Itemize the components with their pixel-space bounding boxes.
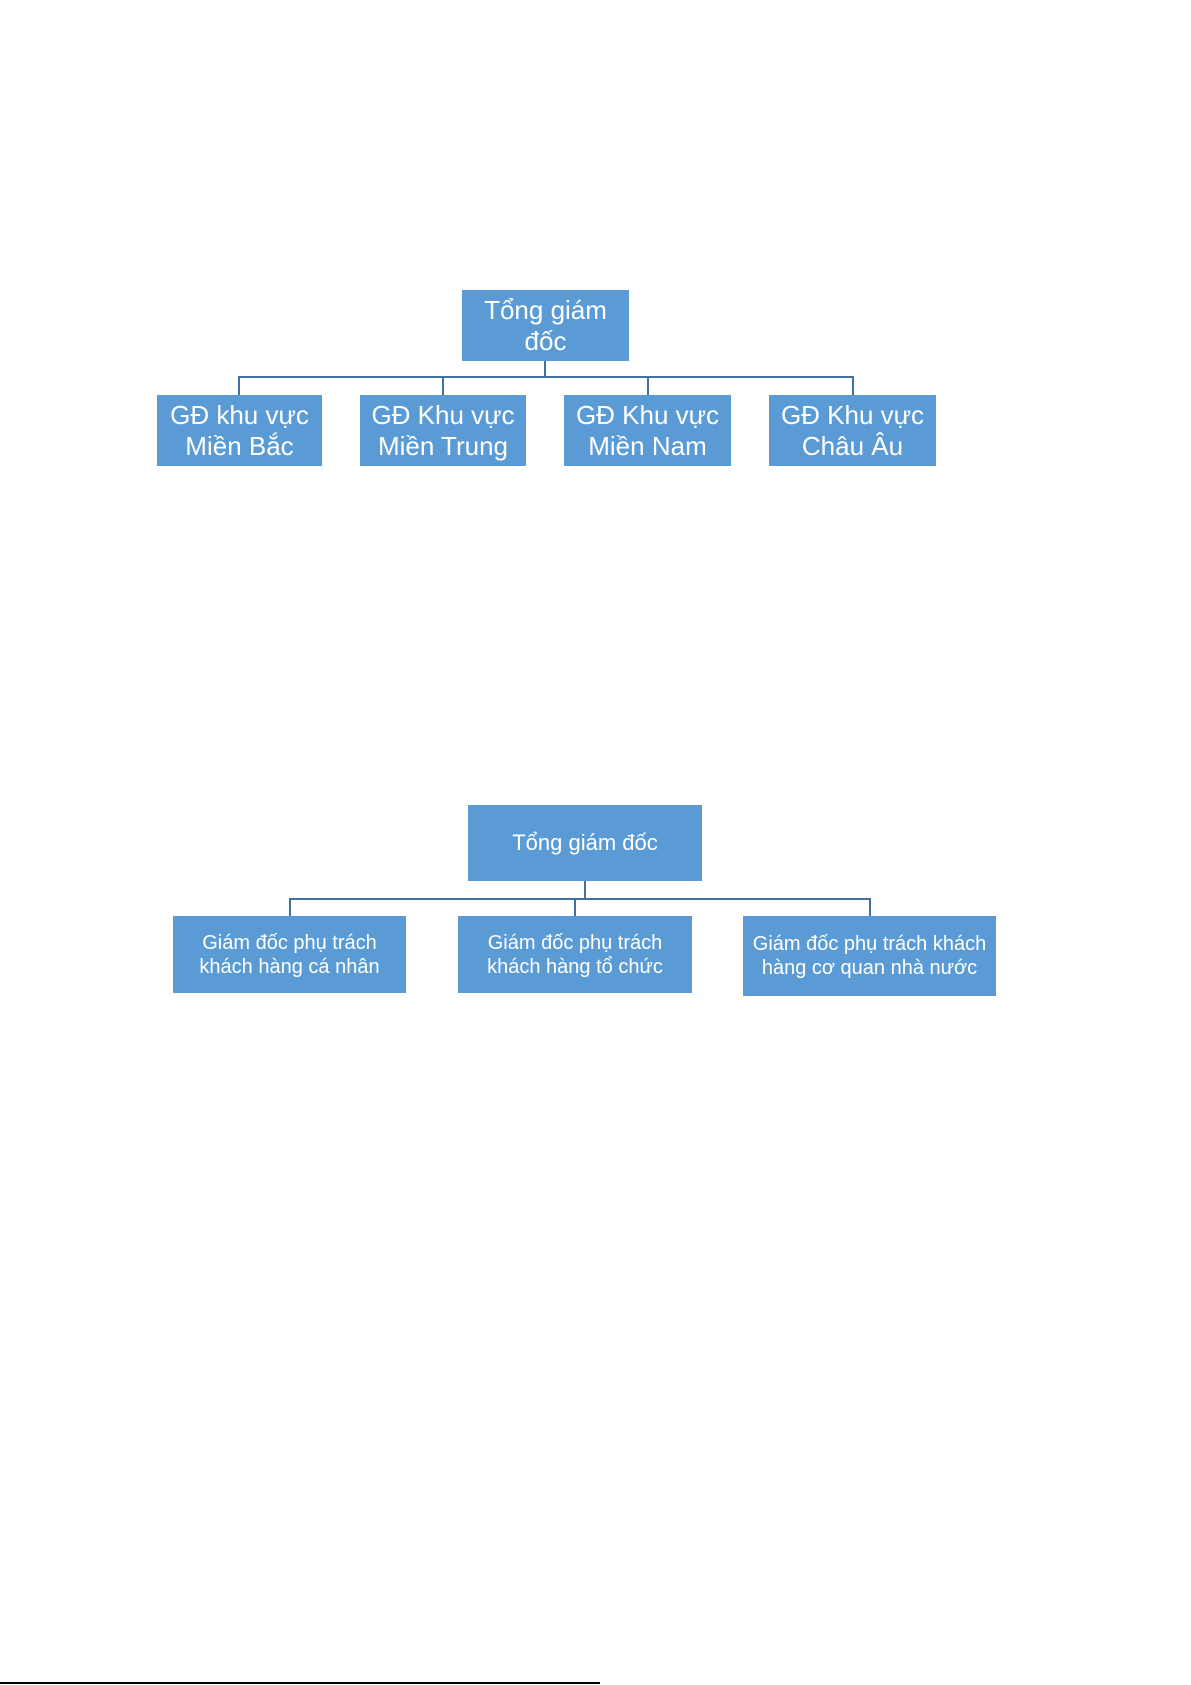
connector [869, 898, 871, 916]
connector [442, 376, 444, 395]
child-node: GĐ Khu vực Miền Trung [360, 395, 526, 466]
child-node: GĐ khu vực Miền Bắc [157, 395, 322, 466]
connector [289, 898, 291, 916]
connector [238, 376, 854, 378]
child-node: GĐ Khu vực Miền Nam [564, 395, 731, 466]
root-node: Tổng giám đốc [462, 290, 629, 361]
connector [584, 881, 586, 899]
connector [647, 376, 649, 395]
connector [238, 376, 240, 395]
child-node: Giám đốc phụ trách khách hàng cá nhân [173, 916, 406, 993]
connector [852, 376, 854, 395]
connector [574, 898, 576, 916]
connector [289, 898, 871, 900]
child-node: Giám đốc phụ trách khách hàng cơ quan nh… [743, 916, 996, 996]
child-node: Giám đốc phụ trách khách hàng tổ chức [458, 916, 692, 993]
child-node: GĐ Khu vực Châu Âu [769, 395, 936, 466]
connector [544, 361, 546, 377]
root-node: Tổng giám đốc [468, 805, 702, 881]
footer-rule [0, 1682, 600, 1684]
